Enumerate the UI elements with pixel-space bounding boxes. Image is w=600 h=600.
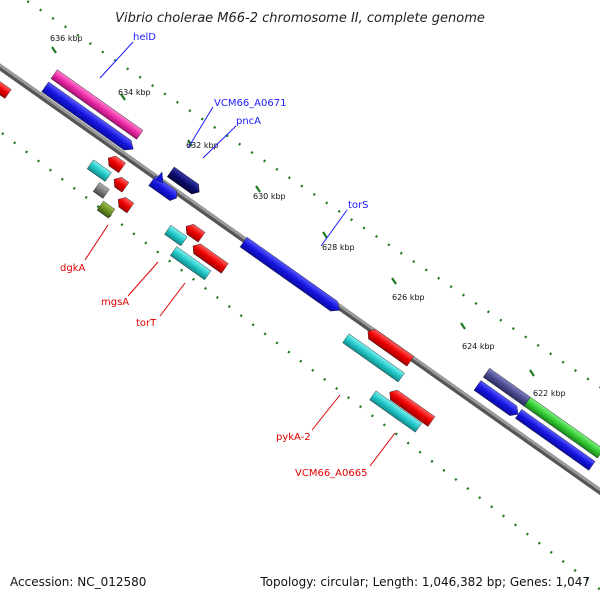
cds-red-small-1[interactable]: [105, 153, 126, 174]
cds-olive-small[interactable]: [96, 200, 116, 219]
gene-label-torT[interactable]: torT: [136, 318, 157, 329]
topology-text: Topology: circular; Length: 1,046,382 bp…: [259, 575, 590, 589]
VCM66_A0665-cds-red[interactable]: [386, 387, 436, 427]
torT-cds-red[interactable]: [190, 241, 229, 274]
cds-red-small-2[interactable]: [111, 174, 130, 193]
tick-label: 624 kbp: [462, 342, 495, 351]
tick-label: 636 kbp: [50, 34, 83, 43]
forward-strand-features: [0, 69, 600, 471]
tick-marks: [51, 46, 535, 377]
gene-label-pncA[interactable]: pncA: [236, 116, 261, 127]
helD-cds-magenta[interactable]: [50, 69, 144, 140]
VCM66_A0665-cds[interactable]: [369, 390, 422, 433]
gene-label-helD[interactable]: helD: [133, 32, 156, 43]
gene-label-pykA-2[interactable]: pykA-2: [276, 432, 311, 443]
gene-label-VCM66_A0665[interactable]: VCM66_A0665: [295, 468, 367, 479]
tick-label: 628 kbp: [322, 243, 355, 252]
torT-cds[interactable]: [170, 246, 212, 281]
tick-label: 632 kbp: [186, 141, 219, 150]
inner-dotted-track: [0, 130, 600, 591]
cds-blue-right-1[interactable]: [473, 380, 522, 419]
VCM66_A0671-cds[interactable]: [166, 166, 202, 197]
gene-label-mgsA[interactable]: mgsA: [101, 297, 129, 308]
torS-cds[interactable]: [239, 236, 343, 315]
tick-label: 630 kbp: [253, 192, 286, 201]
forward-gene-labels: helD VCM66_A0671 pncA torS: [133, 32, 369, 211]
tick-labels: 636 kbp 634 kbp 632 kbp 630 kbp 628 kbp …: [50, 34, 566, 398]
small-cds-arrow[interactable]: [154, 171, 164, 184]
mgsA-cds-red[interactable]: [183, 221, 206, 243]
pykA-2-cds[interactable]: [342, 333, 405, 383]
reverse-gene-labels: dgkA mgsA torT pykA-2 VCM66_A0665: [60, 263, 367, 479]
cds-red-small-3[interactable]: [115, 194, 135, 214]
gene-label-torS[interactable]: torS: [348, 200, 369, 211]
cds-grey-small[interactable]: [92, 182, 110, 199]
tick-label: 626 kbp: [392, 293, 425, 302]
cds-green[interactable]: [523, 396, 600, 459]
cds-blue-right-2[interactable]: [515, 409, 596, 471]
cds-red-left-edge[interactable]: [0, 74, 12, 99]
map-title: Vibrio cholerae M66-2 chromosome II, com…: [115, 11, 485, 26]
mgsA-cds[interactable]: [164, 225, 188, 247]
reverse-leader-lines: [84, 224, 396, 467]
tick-label: 622 kbp: [533, 389, 566, 398]
forward-leader-lines: [99, 41, 348, 247]
tick-label: 634 kbp: [118, 88, 151, 97]
gene-label-dgkA[interactable]: dgkA: [60, 263, 85, 274]
pncA-cds[interactable]: [148, 175, 180, 203]
pykA-2-cds-red[interactable]: [364, 326, 415, 367]
dgkA-cds[interactable]: [86, 159, 112, 182]
outer-dotted-track: [23, 0, 600, 389]
helD-cds-blue[interactable]: [41, 81, 137, 154]
reverse-strand-features: [86, 153, 436, 433]
gene-label-VCM66_A0671[interactable]: VCM66_A0671: [214, 98, 286, 109]
accession-text: Accession: NC_012580: [10, 575, 146, 589]
